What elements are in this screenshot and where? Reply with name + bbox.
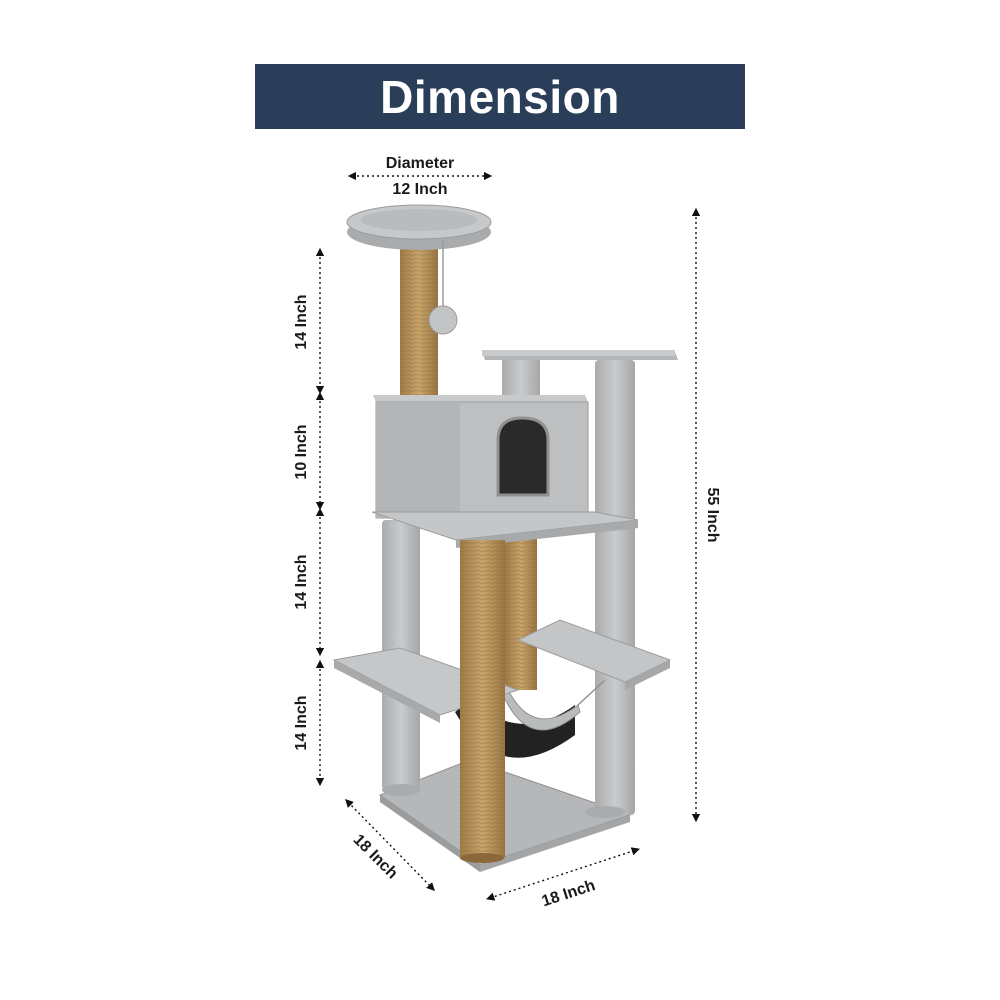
segment-label-condo: 10 Inch xyxy=(293,424,310,479)
ball-toy xyxy=(428,305,458,335)
height-label: 55 Inch xyxy=(704,487,721,542)
segment-label-top: 14 Inch xyxy=(293,294,310,349)
condo-entrance xyxy=(496,416,550,497)
condo-top xyxy=(373,395,588,402)
dimension-arrows xyxy=(315,171,701,901)
condo-left-shade xyxy=(376,402,460,518)
hammock-pad xyxy=(496,668,581,731)
segment-label-middle: 14 Inch xyxy=(293,554,310,609)
diameter-value: 12 Inch xyxy=(392,181,447,198)
width-arrow xyxy=(486,847,640,901)
plush-post-foot xyxy=(382,784,420,796)
width-label: 18 Inch xyxy=(540,877,598,910)
segment-label-bottom: 14 Inch xyxy=(293,695,310,750)
diameter-label: Diameter xyxy=(386,155,454,172)
banner-title: Dimension xyxy=(380,70,620,123)
plush-post-foot xyxy=(585,806,625,818)
depth-label: 18 Inch xyxy=(350,831,401,882)
depth-arrow xyxy=(345,798,435,892)
title-banner: Dimension xyxy=(255,64,745,129)
cat-tree xyxy=(332,204,678,872)
plush-post xyxy=(502,360,540,400)
plush-post xyxy=(595,360,635,815)
